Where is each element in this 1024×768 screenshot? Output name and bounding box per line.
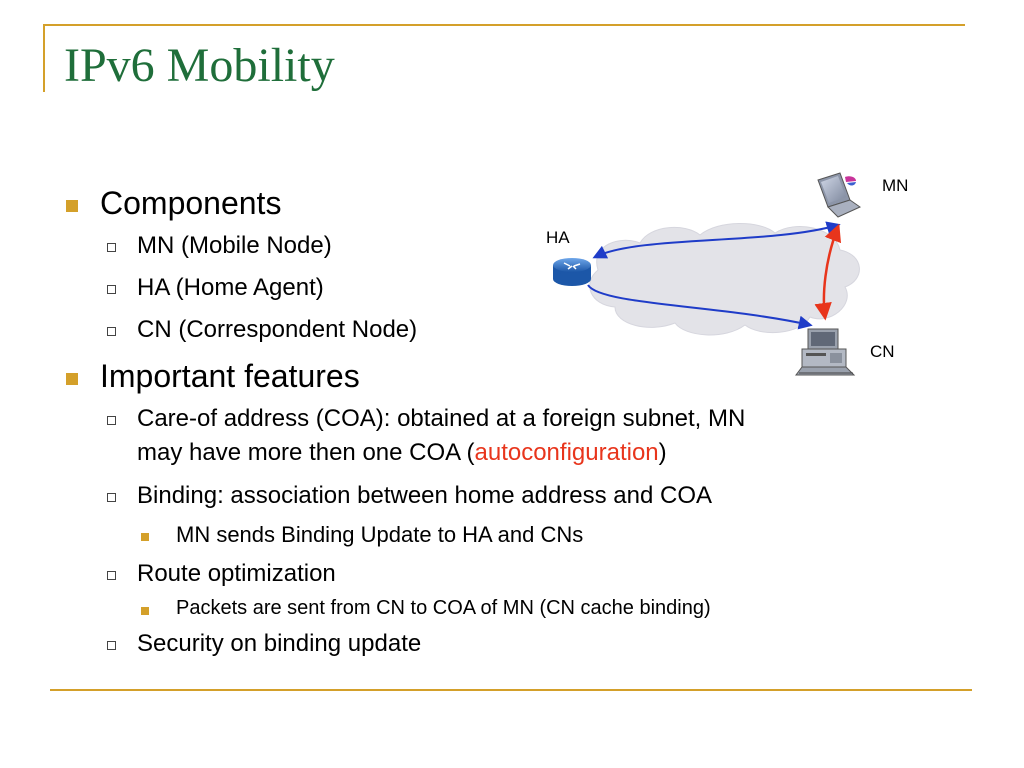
bullet-coa-line2: may have more then one COA (autoconfigur… (137, 439, 667, 466)
bullet-components: Components (100, 185, 282, 221)
bullet-hollow-square-icon (107, 493, 116, 502)
bullet-hollow-square-icon (107, 641, 116, 650)
bullet-mn: MN (Mobile Node) (137, 232, 332, 259)
ha-label: HA (546, 228, 570, 247)
ha-cn-lower-arrow (587, 284, 813, 330)
mn-cn-red-arrow (814, 223, 842, 321)
slide-title: IPv6 Mobility (64, 39, 335, 92)
bullet-binding: Binding: association between home addres… (137, 482, 713, 509)
bullet-square-icon (141, 607, 149, 615)
bullet-ha: HA (Home Agent) (137, 274, 324, 301)
desktop-computer-icon (795, 328, 856, 376)
bullet-important-features: Important features (100, 358, 360, 394)
bullet-cn: CN (Correspondent Node) (137, 316, 418, 343)
bullet-hollow-square-icon (107, 571, 116, 580)
bullet-packets: Packets are sent from CN to COA of MN (C… (176, 597, 711, 619)
mn-label: MN (882, 176, 908, 195)
bullet-hollow-square-icon (107, 285, 116, 294)
ha-mn-upper-arrow (592, 221, 841, 259)
top-rule (43, 24, 965, 26)
bullet-square-icon (141, 533, 149, 541)
network-diagram: MN HA CN (546, 172, 908, 376)
bottom-rule (50, 689, 972, 691)
bullet-hollow-square-icon (107, 243, 116, 252)
autoconfiguration-highlight: autoconfiguration (474, 439, 659, 466)
router-icon (553, 258, 591, 286)
laptop-icon (817, 172, 862, 218)
bullet-hollow-square-icon (107, 327, 116, 336)
bullet-square-icon (66, 200, 78, 212)
left-rule (43, 24, 45, 92)
bullet-hollow-square-icon (107, 416, 116, 425)
cn-label: CN (870, 342, 895, 361)
bullet-security: Security on binding update (137, 630, 422, 657)
bullet-route-optimization: Route optimization (137, 560, 336, 587)
bullet-square-icon (66, 373, 78, 385)
bullet-coa-line1: Care-of address (COA): obtained at a for… (137, 405, 746, 432)
bullet-binding-update: MN sends Binding Update to HA and CNs (176, 522, 584, 547)
